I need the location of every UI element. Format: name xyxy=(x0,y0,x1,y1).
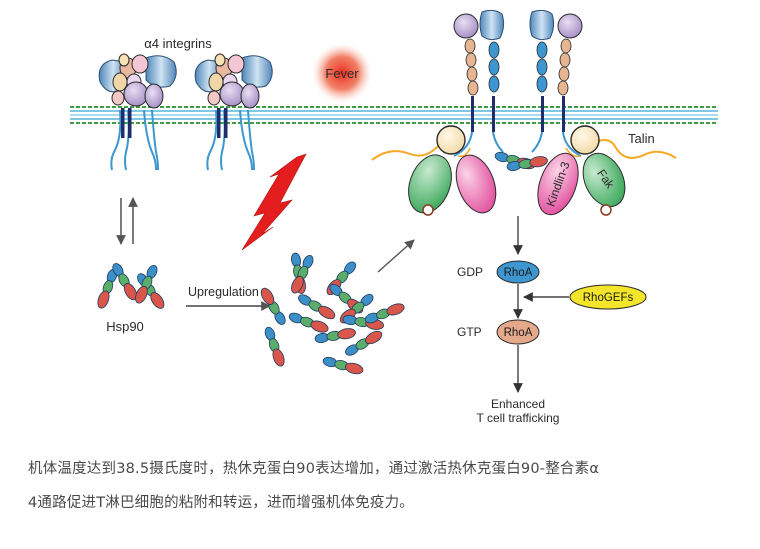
left-signaling-complex xyxy=(408,154,497,216)
talin-head-right xyxy=(570,125,600,155)
rhoa-gtp-label: RhoA xyxy=(504,327,533,339)
kindlin-3-protein xyxy=(537,152,579,216)
caption-line-2: 4通路促进T淋巴细胞的粘附和转运，进而增强机体免疫力。 xyxy=(28,495,414,511)
hsp90-bound-complex xyxy=(493,149,549,173)
rhoa-gdp-label: RhoA xyxy=(504,267,533,279)
cell-membrane xyxy=(70,106,718,124)
integrins-label: α4 integrins xyxy=(144,36,212,51)
talin-label: Talin xyxy=(628,131,655,146)
rhoa-gdp xyxy=(496,260,540,284)
active-integrin-left xyxy=(453,9,505,157)
gtp-label: GTP xyxy=(457,325,482,339)
fak-protein xyxy=(582,152,626,208)
rhogefs-label: RhoGEFs xyxy=(583,292,634,304)
right-signaling-complex: Kindlin-3 Fak xyxy=(537,152,626,216)
activation-arrow xyxy=(377,239,415,273)
hsp90-label: Hsp90 xyxy=(106,319,144,334)
caption-line-1: 机体温度达到38.5摄氏度时，热休克蛋白90表达增加，通过激活热休克蛋白90-整… xyxy=(28,461,600,477)
fever-glow: Fever xyxy=(312,43,372,103)
hsp90-left-cluster xyxy=(95,261,167,312)
trafficking-label: T cell trafficking xyxy=(477,411,560,425)
fever-label: Fever xyxy=(325,66,359,81)
equilibrium-arrows xyxy=(116,197,138,245)
gdp-label: GDP xyxy=(457,265,483,279)
figure-caption: 机体温度达到38.5摄氏度时，热休克蛋白90表达增加，通过激活热休克蛋白90-整… xyxy=(28,452,743,520)
rhogefs xyxy=(569,284,647,310)
active-integrin-right xyxy=(529,9,583,157)
rhoa-gtp xyxy=(496,319,540,345)
talin-head-left xyxy=(436,125,466,155)
enhanced-label: Enhanced xyxy=(491,397,545,411)
upregulation-label: Upregulation xyxy=(188,285,259,299)
hsp90-upregulated-cluster xyxy=(258,251,407,377)
hsp90-integrin-pathway-diagram: Fever α4 integrins Hsp90 Upregulation xyxy=(70,9,718,425)
heat-lightning-icon xyxy=(241,153,307,251)
